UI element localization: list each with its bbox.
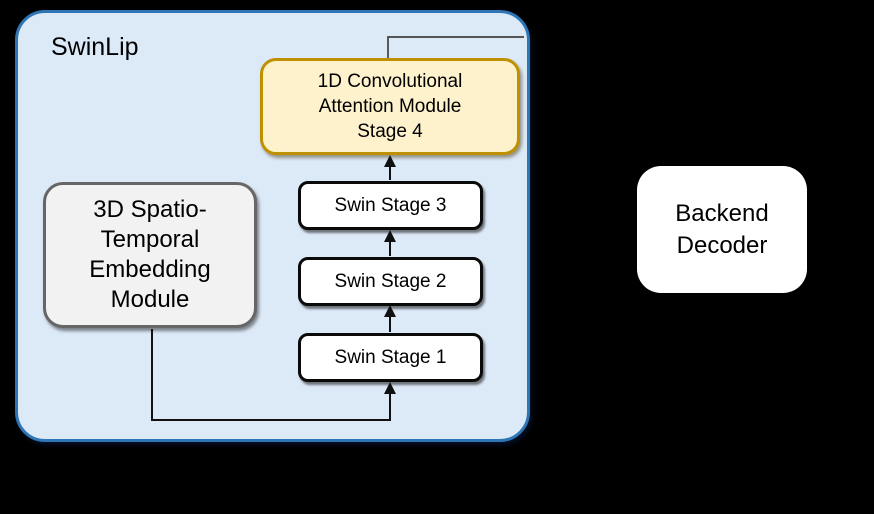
embedding-module-label-line: Embedding [89,256,211,283]
node-swin-stage-1: Swin Stage 1 [298,333,483,382]
backend-decoder-label-line: Decoder [676,231,768,259]
embedding-module-label-line: 3D Spatio- [93,196,207,223]
swin-stage-1-label: Swin Stage 1 [334,346,447,368]
backend-decoder-label-line: Backend [675,199,769,227]
attention-module-label-line: Attention Module [318,96,462,117]
node-backend-decoder: Backend Decoder [637,166,807,293]
attention-module-label-line: 1D Convolutional [317,71,463,92]
swin-stage-3-label: Swin Stage 3 [334,194,447,216]
node-attention-module-stage4: 1D Convolutional Attention Module Stage … [260,58,520,155]
swinlip-container-label: SwinLip [51,33,139,61]
node-embedding-module: 3D Spatio- Temporal Embedding Module [43,182,257,328]
embedding-module-label-line: Module [110,286,190,313]
node-swin-stage-3: Swin Stage 3 [298,181,483,230]
node-swin-stage-2: Swin Stage 2 [298,257,483,306]
embedding-module-label-line: Temporal [100,226,200,253]
swin-stage-2-label: Swin Stage 2 [334,270,447,292]
attention-module-label-line: Stage 4 [357,121,423,142]
